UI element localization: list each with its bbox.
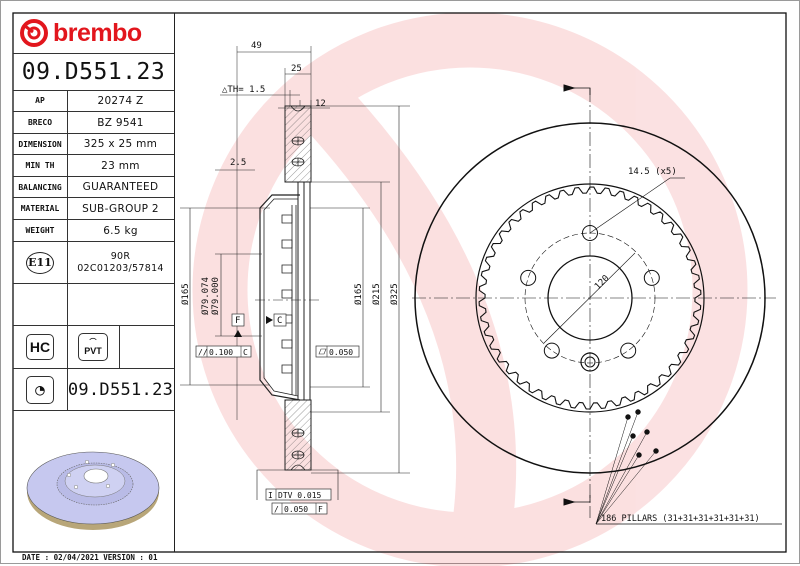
homologation-row: E11 90R 02C01203/57814 [13, 242, 174, 284]
spec-value: 20274 Z [97, 94, 144, 107]
pcd-dim: 120 [593, 274, 612, 293]
spec-label: WEIGHT [13, 220, 68, 241]
svg-text://: // [198, 348, 208, 357]
svg-text:0.100: 0.100 [209, 348, 233, 357]
disc-render [26, 451, 160, 530]
svg-text:/: / [274, 505, 279, 514]
spec-value: 6.5 kg [103, 224, 138, 237]
datum-f: F [231, 313, 245, 337]
pvt-badge-icon: ⌒ PVT [78, 333, 108, 361]
dim-d-bore-min: Ø79.000 [210, 277, 221, 315]
pcd-dimension-line [543, 252, 636, 344]
svg-text:DTV 0.015: DTV 0.015 [278, 491, 322, 500]
brand-name: brembo [53, 18, 142, 47]
bolt-hole [520, 269, 537, 286]
brake-kit-icon: ◔ [26, 375, 54, 404]
parallelism-tolerance: // 0.100 C [195, 345, 252, 358]
brembo-watermark [192, 12, 748, 566]
dim-disc-thickness: 25 [291, 64, 302, 74]
front-view [412, 84, 782, 525]
part-number: 09.D551.23 [13, 53, 174, 91]
spec-value: SUB-GROUP 2 [82, 202, 159, 215]
spec-label: MIN TH [13, 155, 68, 176]
bolt-hole-dim: 14.5 (x5) [628, 167, 677, 177]
spec-value: 325 x 25 mm [83, 138, 158, 150]
spec-label: DIMENSION [13, 134, 68, 154]
empty-row [13, 284, 174, 326]
svg-text:C: C [277, 316, 282, 326]
bolt-hole [620, 342, 637, 359]
homologation-code: 90R [110, 250, 131, 262]
dim-vent-width: 12 [315, 99, 326, 109]
pvt-label: PVT [84, 345, 102, 356]
spec-value: BZ 9541 [97, 116, 144, 129]
bolt-hole [543, 342, 560, 359]
dtv-tolerance: I DTV 0.015 [265, 488, 332, 501]
svg-text:F: F [235, 316, 240, 326]
dim-delta-th: △TH= 1.5 [222, 85, 265, 95]
brembo-logo-icon [20, 19, 48, 47]
svg-text:I: I [268, 491, 273, 500]
spec-row: DIMENSION 325 x 25 mm [13, 134, 174, 155]
pillar-markers [595, 409, 782, 525]
spec-value: 23 mm [101, 159, 140, 172]
homologation-number: 02C01203/57814 [77, 262, 164, 274]
svg-text:C: C [243, 348, 248, 357]
dim-d-hat: Ø165 [180, 283, 191, 305]
dim-d-bore: Ø79.074 [200, 277, 211, 315]
e11-mark: E11 [26, 251, 54, 274]
pillars-note: 186 PILLARS (31+31+31+31+31+31) [601, 514, 760, 524]
spec-panel: brembo 09.D551.23 AP 20274 Z BRECO BZ 9541… [13, 13, 175, 552]
spec-label: BRECO [13, 112, 68, 133]
spec-row: BALANCING GUARANTEED [13, 177, 174, 198]
spec-value: GUARANTEED [82, 181, 159, 193]
brembo-logo: brembo [13, 13, 174, 54]
spec-row: MIN TH 23 mm [13, 155, 174, 177]
spec-label: BALANCING [13, 177, 68, 197]
hc-badge-icon: HC [26, 334, 54, 360]
spec-row: WEIGHT 6.5 kg [13, 220, 174, 242]
dim-d-inner: Ø165 [353, 283, 364, 305]
dim-d-outer: Ø325 [389, 283, 400, 305]
spec-row: AP 20274 Z [13, 90, 174, 112]
spec-label: AP [13, 90, 68, 111]
footer-date-version: DATE : 02/04/2021 VERSION : 01 [22, 553, 158, 562]
spec-label: MATERIAL [13, 198, 68, 219]
spec-row: BRECO BZ 9541 [13, 112, 174, 134]
kit-row: ◔ 09.D551.23 [13, 369, 174, 411]
dim-overall-width: 49 [251, 41, 262, 51]
drawing-frame [12, 12, 787, 553]
svg-text:F: F [318, 505, 323, 514]
flatness-tolerance: 0.050 [315, 345, 360, 358]
bolt-holes [520, 225, 660, 359]
svg-text:0.050: 0.050 [329, 348, 353, 357]
vent-holes-top [291, 136, 305, 460]
badge-row: HC ⌒ PVT [13, 326, 174, 369]
svg-text:0.050: 0.050 [284, 505, 308, 514]
dim-d-mid: Ø215 [371, 283, 382, 305]
section-view [180, 46, 410, 500]
bolt-hole [643, 269, 660, 286]
runout-tolerance: / 0.050 F [271, 502, 328, 515]
kit-part-number: 09.D551.23 [67, 379, 174, 400]
spec-row: MATERIAL SUB-GROUP 2 [13, 198, 174, 220]
dim-offset: 2.5 [230, 158, 246, 168]
datum-c: C [266, 313, 287, 327]
